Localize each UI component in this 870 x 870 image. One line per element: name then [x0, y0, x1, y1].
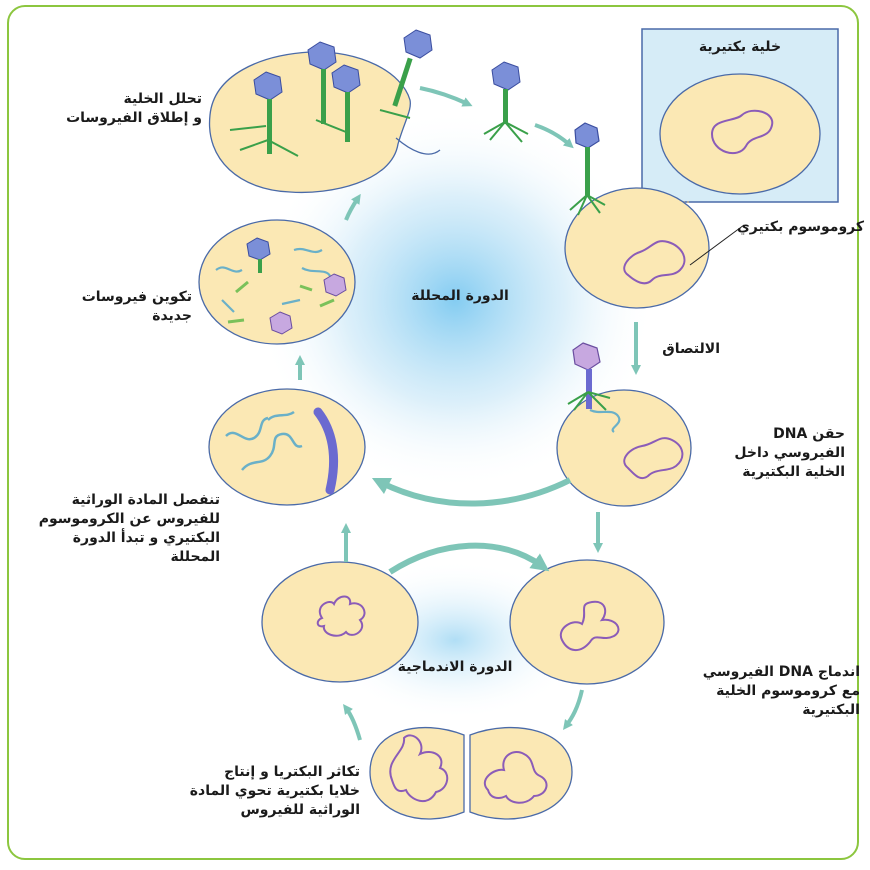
label-attachment: الالتصاق: [610, 340, 720, 359]
label-multiplication: تكاثر البكتريا و إنتاج خلايا بكتيرية تحو…: [130, 763, 360, 820]
label-dna-injection: حقن DNA الفيروسي داخل الخلية البكتيرية: [695, 425, 845, 482]
cell-assembly-stage: [199, 220, 355, 344]
cell-division-stage: [370, 728, 572, 819]
label-new-viruses: تكوين فيروسات جديدة: [30, 288, 192, 326]
label-bacterial-cell: خلية بكتيرية: [642, 38, 838, 57]
label-lytic-cycle: الدورة المحللة: [390, 287, 530, 306]
label-bacterial-chromosome: كروموسوم بكتيري: [714, 218, 864, 237]
cell-integration-stage: [510, 560, 664, 684]
label-separation: تنفصل المادة الوراثية للفيروس عن الكرومو…: [30, 491, 220, 567]
label-integration: اندماج DNA الفيروسي مع كروموسوم الخلية ا…: [660, 663, 860, 720]
cell-excision-stage: [209, 389, 365, 505]
label-lysogenic-cycle: الدورة الاندماجية: [380, 658, 530, 677]
label-lysis-release: تحلل الخلية و إطلاق الفيروسات: [30, 90, 202, 128]
